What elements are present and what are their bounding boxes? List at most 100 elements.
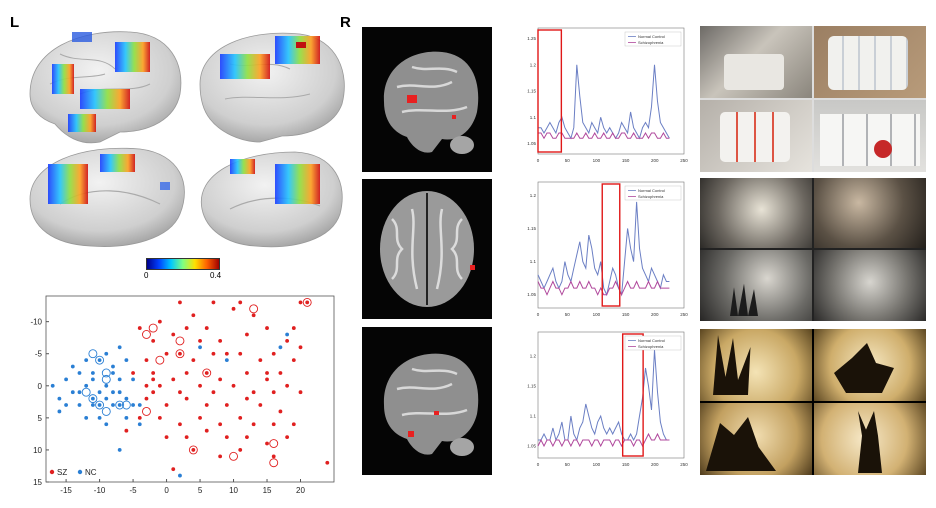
point-nc: [97, 403, 102, 407]
point-nc: [64, 403, 68, 407]
point-nc: [90, 403, 95, 407]
highlighted-point-ring: [121, 400, 131, 410]
point-sz: [178, 351, 182, 356]
point-sz: [184, 435, 189, 440]
y-tick-label: 0: [38, 382, 43, 391]
legend-marker-nc: [77, 469, 83, 475]
point-sz: [184, 326, 189, 330]
point-sz: [157, 415, 162, 420]
plot-frame: [45, 295, 335, 483]
x-tick-label: 50: [565, 462, 571, 467]
point-sz: [238, 415, 243, 420]
point-nc: [278, 345, 283, 350]
highlight-window: [621, 333, 644, 457]
video-frame-milk-4: [814, 100, 926, 172]
highlighted-point-ring: [175, 349, 185, 359]
point-sz: [157, 383, 162, 388]
y-tick-label: 1.15: [527, 89, 536, 94]
x-tick-label: 0: [537, 312, 540, 317]
highlighted-point-ring: [269, 458, 279, 468]
point-nc: [111, 403, 115, 407]
video-frames-row-2: [700, 178, 926, 321]
point-nc: [285, 332, 290, 337]
colorbar-min-label: 0: [144, 271, 149, 280]
point-nc: [97, 415, 102, 420]
brain-lateral-left: [29, 31, 182, 144]
point-sz: [305, 300, 310, 305]
y-tick-label: 10: [33, 446, 42, 455]
point-sz: [191, 448, 196, 452]
point-sz: [291, 326, 296, 330]
point-sz: [298, 345, 303, 350]
x-tick-label: 100: [593, 462, 601, 467]
video-frame-hand-shadow-4: [814, 403, 926, 475]
highlight-window: [601, 183, 621, 307]
point-sz: [164, 351, 169, 356]
point-sz: [178, 390, 182, 395]
point-nc: [137, 403, 142, 407]
point-sz: [151, 390, 156, 395]
highlighted-point-ring: [175, 336, 185, 346]
x-tick-label: 0: [164, 486, 169, 495]
video-frame-milk-3: [700, 100, 812, 172]
mri-slice-axial: [362, 179, 492, 319]
legend-box: [624, 335, 682, 351]
point-sz: [285, 338, 290, 343]
point-sz: [325, 460, 330, 465]
point-nc: [70, 364, 75, 369]
x-tick-label: 0: [537, 158, 540, 163]
point-sz: [211, 300, 216, 305]
point-sz: [245, 396, 249, 401]
point-sz: [278, 371, 283, 375]
point-sz: [164, 435, 169, 440]
point-sz: [144, 358, 149, 363]
series-line-normal-control: [537, 201, 670, 297]
point-nc: [77, 403, 82, 407]
point-sz: [238, 351, 243, 356]
point-sz: [245, 332, 249, 337]
point-sz: [231, 383, 236, 388]
video-frame-milk-2: [814, 26, 926, 98]
point-sz: [291, 358, 296, 363]
highlighted-point-ring: [155, 355, 165, 365]
legend-label-sz: SZ: [57, 468, 67, 477]
highlighted-point-ring: [88, 349, 98, 359]
video-frame-hand-shadow-1: [700, 329, 812, 401]
highlighted-point-ring: [302, 297, 312, 307]
point-sz: [265, 377, 269, 382]
point-sz: [231, 306, 236, 311]
point-sz: [224, 351, 229, 356]
point-sz: [204, 371, 209, 375]
brain-lateral-right: [199, 32, 345, 143]
point-sz: [218, 377, 223, 382]
y-tick-label: 1.15: [527, 384, 536, 389]
highlighted-point-ring: [202, 368, 212, 378]
x-tick-label: 0: [537, 462, 540, 467]
point-nc: [104, 351, 109, 356]
point-nc: [64, 377, 68, 382]
x-tick-label: 200: [651, 462, 659, 467]
brain-medial-left: [29, 147, 185, 247]
point-sz: [124, 428, 129, 433]
x-tick-label: 20: [296, 486, 305, 495]
highlighted-point-ring: [101, 406, 111, 416]
point-sz: [137, 326, 142, 330]
x-tick-label: 100: [593, 312, 601, 317]
highlighted-point-ring: [95, 355, 105, 365]
series-line-schizophrenia: [537, 280, 670, 296]
point-nc: [97, 358, 102, 363]
plot-frame: [537, 331, 685, 459]
highlight-window: [537, 29, 563, 153]
legend-label: Normal Control: [638, 338, 665, 343]
point-nc: [84, 415, 89, 420]
point-sz: [144, 396, 149, 401]
video-frame-hand-shadow-2: [814, 329, 926, 401]
x-tick-label: 50: [565, 312, 571, 317]
point-sz: [157, 319, 162, 324]
y-tick-label: 1.05: [527, 444, 536, 449]
point-nc: [111, 390, 115, 395]
point-nc: [111, 364, 115, 369]
point-sz: [291, 422, 296, 427]
point-sz: [198, 338, 202, 343]
